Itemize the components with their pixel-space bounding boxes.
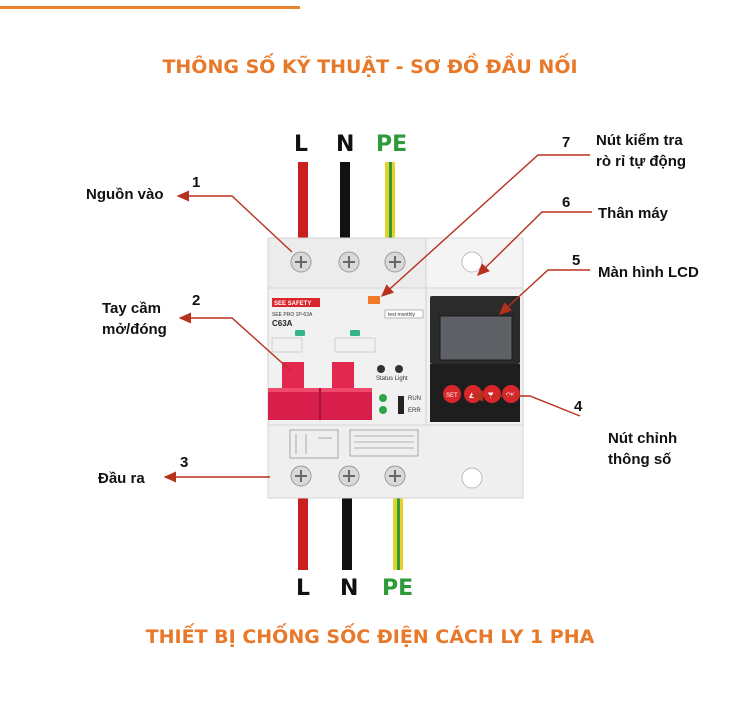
run-label: RUN — [408, 396, 421, 402]
lcd-module — [430, 296, 520, 422]
page-title: THÔNG SỐ KỸ THUẬT - SƠ ĐỒ ĐẦU NỐI — [162, 56, 578, 78]
button-down: ▼ — [488, 391, 494, 399]
test-button — [368, 296, 380, 304]
test-label: test monthly — [388, 312, 415, 318]
callout-2-number: 2 — [192, 292, 201, 309]
terminal-screws-bottom — [290, 465, 406, 487]
callout-arrow-1 — [176, 190, 293, 253]
callout-arrow-4 — [470, 390, 581, 417]
callout-3-text: Đầu ra — [98, 470, 145, 487]
button-up: ▲ — [469, 391, 475, 399]
rating-label: C63A — [272, 319, 293, 328]
callout-7-number: 7 — [562, 134, 571, 151]
switch-handle — [268, 362, 372, 420]
wire-bottom-pe — [393, 490, 403, 570]
top-accent-line — [0, 6, 300, 9]
wire-label-bottom-pe: PE — [382, 576, 414, 601]
wire-top-n — [340, 162, 350, 252]
callout-5-text: Màn hình LCD — [598, 264, 699, 281]
wire-label-top-l: L — [294, 132, 309, 157]
callout-3-number: 3 — [180, 454, 189, 471]
err-led — [379, 406, 387, 414]
wire-top-pe — [385, 162, 395, 252]
callout-6-number: 6 — [562, 194, 571, 211]
callout-arrow-6 — [477, 211, 592, 276]
run-led — [379, 394, 387, 402]
callout-5-number: 5 — [572, 252, 581, 269]
status-light-1 — [377, 365, 385, 373]
callout-6-text: Thân máy — [598, 205, 669, 222]
wire-bottom-n — [342, 490, 352, 570]
callout-arrow-7 — [380, 154, 590, 297]
callout-4-text: Nút chỉnh thông số — [608, 430, 678, 468]
brand-label: SEE SAFETY — [274, 301, 311, 307]
err-label: ERR — [408, 408, 421, 414]
status-light-label: Status Light — [376, 376, 408, 382]
callout-4-number: 4 — [574, 398, 583, 415]
wire-label-bottom-l: L — [296, 576, 311, 601]
brand-label-bg — [272, 298, 320, 307]
callout-7-text: Nút kiểm tra rò rỉ tự động — [596, 132, 687, 170]
callout-1-text: Nguồn vào — [86, 186, 164, 203]
callout-arrow-2 — [178, 312, 291, 371]
button-set: SET — [446, 393, 458, 399]
callout-2-text: Tay cầm mở/đóng — [102, 300, 167, 338]
wire-bottom-l — [298, 490, 308, 570]
callout-1-number: 1 — [192, 174, 201, 191]
callout-arrow-5 — [498, 269, 590, 315]
wire-label-bottom-n: N — [340, 576, 359, 601]
footer-title: THIẾT BỊ CHỐNG SỐC ĐIỆN CÁCH LY 1 PHA — [145, 626, 595, 648]
status-light-2 — [395, 365, 403, 373]
wire-label-top-n: N — [336, 132, 355, 157]
model-label: SEE PRO 1P-63A — [272, 312, 313, 318]
wire-label-top-pe: PE — [376, 132, 408, 157]
schematic-label — [289, 429, 419, 459]
wire-top-l — [298, 162, 308, 252]
terminal-screws-top — [290, 251, 406, 273]
